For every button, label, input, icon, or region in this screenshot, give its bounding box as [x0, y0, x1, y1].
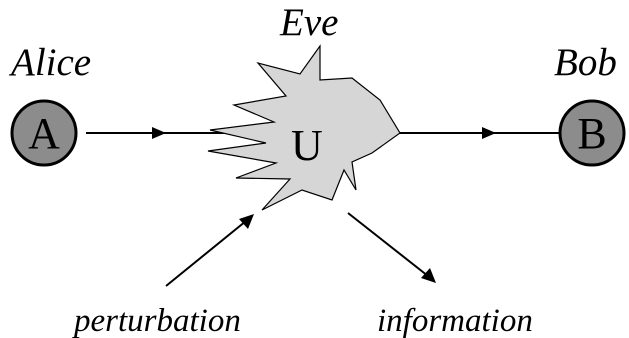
- alice-node: [10, 99, 78, 167]
- eve-unitary-label: U: [291, 121, 323, 170]
- perturbation-arrowhead: [239, 214, 254, 229]
- alice-node-label: A: [28, 109, 60, 158]
- bob-node: [558, 99, 626, 167]
- eve-unitary-shape: [207, 44, 401, 211]
- bob-label: Bob: [554, 41, 617, 84]
- perturbation-label: perturbation: [72, 303, 241, 338]
- information-arrowhead: [421, 268, 436, 283]
- information-label: information: [377, 303, 533, 338]
- channel-arrow-eve-to-bob: [482, 127, 496, 139]
- eve-label: Eve: [279, 1, 338, 44]
- perturbation-arrow-line: [165, 220, 247, 287]
- alice-label: Alice: [8, 41, 91, 84]
- channel-arrow-alice-to-eve: [152, 127, 166, 139]
- bob-node-label: B: [577, 109, 606, 158]
- information-arrow-line: [347, 212, 429, 277]
